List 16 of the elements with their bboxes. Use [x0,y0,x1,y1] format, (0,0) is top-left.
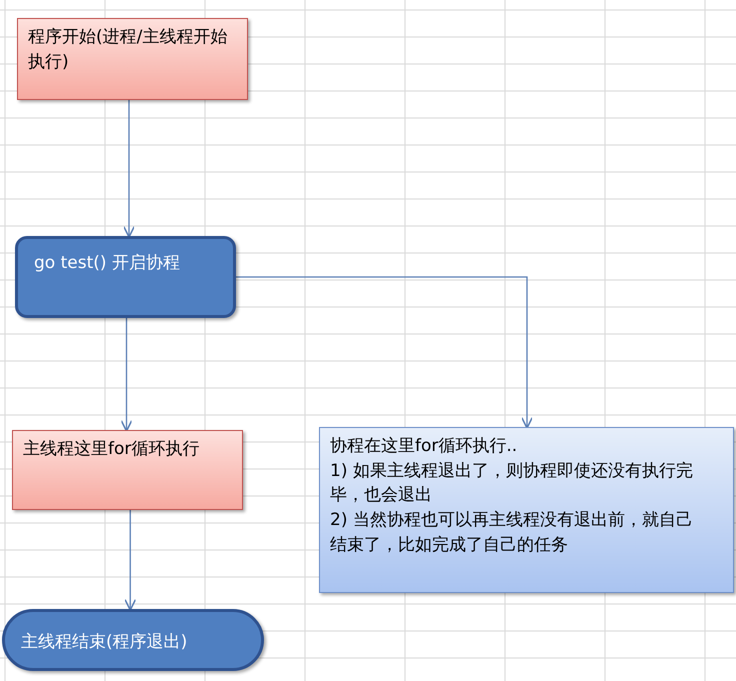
node-label: go test() 开启协程 [34,252,181,275]
arrow [124,510,136,611]
arrow [120,318,132,432]
node-label: 程序开始(进程/主线程开始执行) [28,26,228,74]
note-box [319,427,734,593]
node-label: 主线程结束(程序退出) [21,631,188,654]
arrow [236,276,533,429]
note-item: 1) 如果主线程退出了，则协程即使还没有执行完毕，也会退出 [330,460,694,508]
process-box [17,18,248,100]
terminal-shape [2,609,264,671]
node-label: 主线程这里for循环执行 [23,438,200,461]
note-item: 2) 当然协程也可以再主线程没有退出前，就自己结束了，比如完成了自己的任务 [330,508,694,557]
process-box [12,430,243,510]
rounded-process-box [15,236,236,318]
note-heading: 协程在这里for循环执行.. [330,435,518,458]
arrow [123,100,135,238]
